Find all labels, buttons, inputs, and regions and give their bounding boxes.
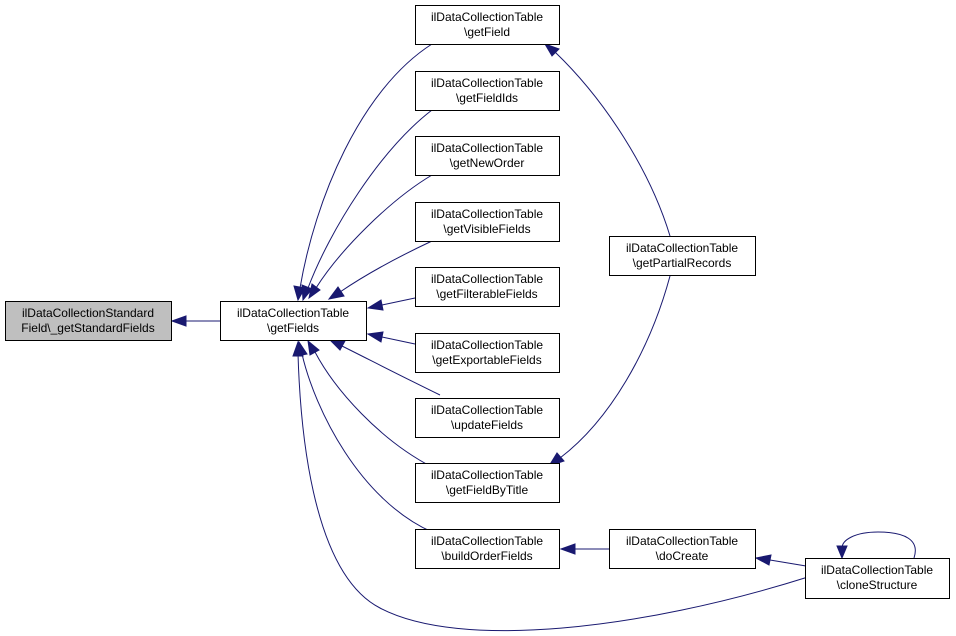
- node-label-line2: \buildOrderFields: [441, 549, 532, 563]
- node-docreate[interactable]: ilDataCollectionTable \doCreate: [609, 529, 756, 569]
- node-getexportablefields[interactable]: ilDataCollectionTable \getExportableFiel…: [415, 333, 560, 373]
- node-label-line1: ilDataCollectionTable: [431, 534, 543, 548]
- edge-getneworder-to-getfields: [308, 174, 433, 300]
- node-buildorderfields[interactable]: ilDataCollectionTable \buildOrderFields: [415, 529, 560, 569]
- edge-updatefields-to-getfields: [328, 339, 441, 396]
- node-label-line2: \getFieldByTitle: [446, 483, 529, 497]
- node-label-line1: ilDataCollectionTable: [626, 534, 738, 548]
- node-getfield[interactable]: ilDataCollectionTable \getField: [415, 5, 560, 45]
- node-label-line2: \doCreate: [656, 549, 709, 563]
- node-label-line2: \updateFields: [451, 418, 523, 432]
- node-updatefields[interactable]: ilDataCollectionTable \updateFields: [415, 398, 560, 438]
- edge-clonestructure-to-getfields: [292, 340, 809, 632]
- node-label-line1: ilDataCollectionTable: [431, 141, 543, 155]
- edge-clonestructure-to-docreate: [754, 554, 807, 567]
- node-label-line1: ilDataCollectionTable: [431, 272, 543, 286]
- node-label-line1: ilDataCollectionTable: [431, 338, 543, 352]
- node-label-line2: Field\_getStandardFields: [21, 321, 154, 335]
- node-label-line2: \getNewOrder: [450, 156, 525, 170]
- edge-getpartialrecords-to-getfield: [543, 43, 671, 237]
- node-label-line2: \getFieldIds: [456, 91, 518, 105]
- edge-getfields-to-standard: [170, 315, 220, 327]
- node-clonestructure[interactable]: ilDataCollectionTable \cloneStructure: [805, 558, 950, 599]
- node-label-line2: \getPartialRecords: [633, 256, 732, 270]
- node-label-line2: \cloneStructure: [837, 578, 918, 592]
- node-getvisiblefields[interactable]: ilDataCollectionTable \getVisibleFields: [415, 202, 560, 242]
- node-label-line1: ilDataCollectionTable: [431, 10, 543, 24]
- node-label-line2: \getFields: [267, 321, 319, 335]
- node-label-line2: \getFilterableFields: [436, 287, 537, 301]
- node-getneworder[interactable]: ilDataCollectionTable \getNewOrder: [415, 136, 560, 176]
- edge-getfieldbytitle-to-getfields: [307, 339, 433, 468]
- node-label-line1: ilDataCollectionTable: [431, 468, 543, 482]
- node-label-line1: ilDataCollectionTable: [626, 241, 738, 255]
- node-label-line1: ilDataCollectionTable: [821, 563, 933, 577]
- edge-getfield-to-getfields: [293, 43, 433, 302]
- node-label-line1: ilDataCollectionTable: [431, 76, 543, 90]
- edge-buildorderfields-to-getfields: [296, 340, 433, 533]
- edge-getfilterablefields-to-getfields: [366, 297, 416, 311]
- edge-getexportablefields-to-getfields: [366, 331, 416, 345]
- node-getfieldbytitle[interactable]: ilDataCollectionTable \getFieldByTitle: [415, 463, 560, 503]
- node-label-line2: \getExportableFields: [432, 353, 541, 367]
- node-label-line1: ilDataCollectionStandard: [22, 306, 154, 320]
- node-label-line2: \getVisibleFields: [443, 222, 530, 236]
- node-getfields[interactable]: ilDataCollectionTable \getFields: [220, 301, 367, 341]
- edge-clonestructure-self-loop: [836, 531, 916, 560]
- edge-docreate-to-buildorderfields: [559, 543, 610, 555]
- node-label-line1: ilDataCollectionTable: [431, 403, 543, 417]
- edge-getvisiblefields-to-getfields: [327, 240, 433, 300]
- edge-getpartialrecords-to-getfieldbytitle: [547, 275, 671, 467]
- node-label-line2: \getField: [464, 25, 510, 39]
- node-label-line1: ilDataCollectionTable: [237, 306, 349, 320]
- node-getfieldids[interactable]: ilDataCollectionTable \getFieldIds: [415, 71, 560, 111]
- node-label-line1: ilDataCollectionTable: [431, 207, 543, 221]
- node-getpartialrecords[interactable]: ilDataCollectionTable \getPartialRecords: [609, 236, 756, 276]
- node-standard-getstandardfields[interactable]: ilDataCollectionStandard Field\_getStand…: [5, 301, 172, 341]
- node-getfilterablefields[interactable]: ilDataCollectionTable \getFilterableFiel…: [415, 267, 560, 307]
- edge-getfieldids-to-getfields: [301, 109, 433, 302]
